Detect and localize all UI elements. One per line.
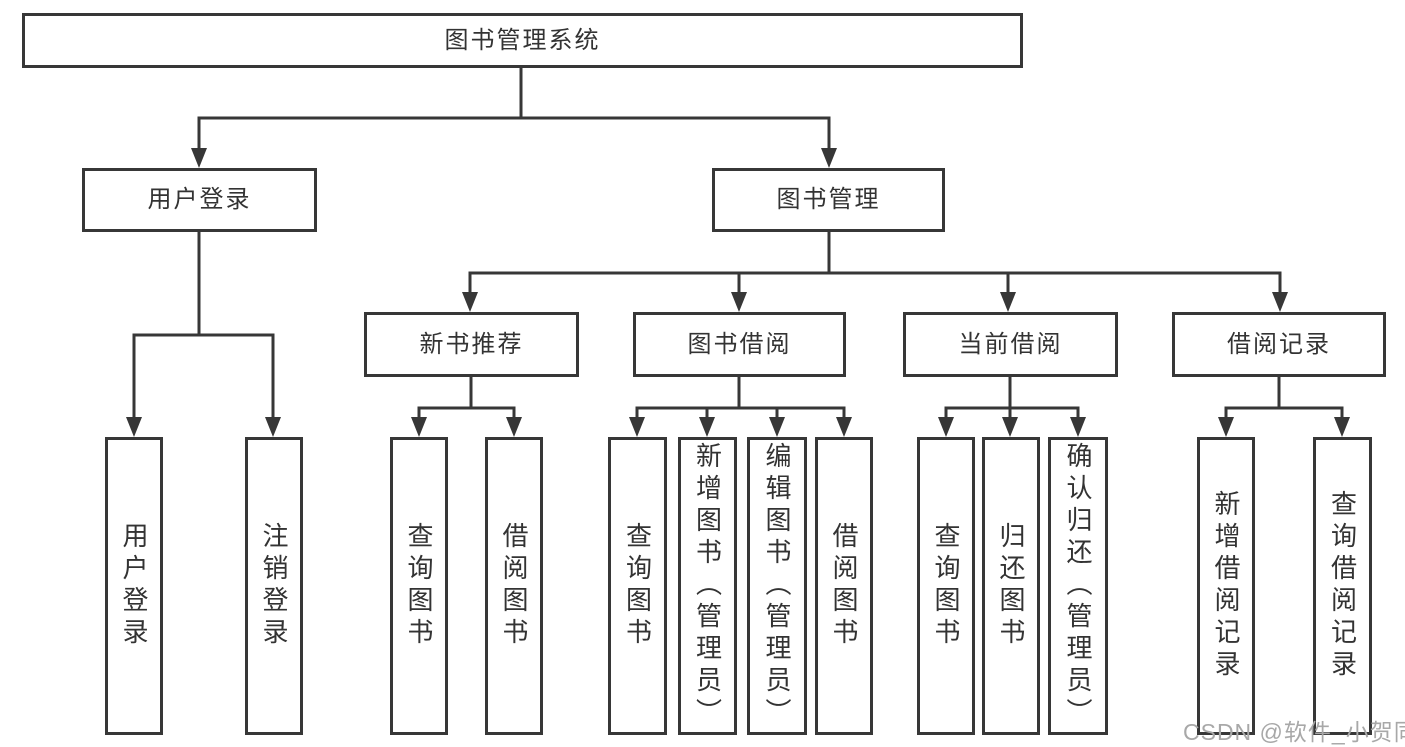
arrowhead-user-login bbox=[126, 417, 142, 437]
arrowhead-mgmt bbox=[821, 148, 837, 168]
leaf-user-login: 用户登录 bbox=[105, 437, 163, 735]
connector-level3-rail bbox=[468, 271, 1282, 292]
arrowhead-nb-query bbox=[411, 417, 427, 437]
leaf-records-query: 查询借阅记录 bbox=[1313, 437, 1372, 735]
connector-level2-rail bbox=[197, 116, 831, 150]
connector-borrow-rail bbox=[635, 406, 846, 417]
arrowhead-rc-query bbox=[1334, 417, 1350, 437]
leaf-current-query: 查询图书 bbox=[917, 437, 975, 735]
arrowhead-cu-query bbox=[938, 417, 954, 437]
leaf-records-add: 新增借阅记录 bbox=[1197, 437, 1255, 735]
arrowhead-cu-return bbox=[1002, 417, 1018, 437]
leaf-logout: 注销登录 bbox=[245, 437, 303, 735]
node-new-book-recommend: 新书推荐 bbox=[364, 312, 579, 377]
node-user-login-group: 用户登录 bbox=[82, 168, 317, 232]
connector-newbook-rail bbox=[417, 406, 516, 417]
arrowhead-cu-confirm bbox=[1070, 417, 1086, 437]
leaf-borrow-query: 查询图书 bbox=[608, 437, 667, 735]
leaf-newbook-borrow: 借阅图书 bbox=[485, 437, 543, 735]
arrowhead-nb-borrow bbox=[506, 417, 522, 437]
connector-records-rail bbox=[1224, 406, 1344, 417]
arrowhead-bw-query bbox=[629, 417, 645, 437]
leaf-borrow-edit-admin: 编辑图书（管理员） bbox=[747, 437, 807, 735]
connector-current-rail bbox=[944, 406, 1080, 417]
node-book-management-group: 图书管理 bbox=[712, 168, 945, 232]
node-current-borrowing: 当前借阅 bbox=[903, 312, 1118, 377]
node-book-borrowing: 图书借阅 bbox=[633, 312, 846, 377]
arrowhead-logout bbox=[265, 417, 281, 437]
arrowhead-records bbox=[1272, 292, 1288, 312]
csdn-watermark: CSDN @软件_小贺同学 bbox=[1183, 719, 1405, 745]
leaf-borrow-add-admin: 新增图书（管理员） bbox=[678, 437, 737, 735]
arrowhead-bw-borrow bbox=[836, 417, 852, 437]
leaf-newbook-query: 查询图书 bbox=[390, 437, 448, 735]
arrowhead-rc-add bbox=[1218, 417, 1234, 437]
arrowhead-bw-add bbox=[699, 417, 715, 437]
arrowhead-borrow bbox=[731, 292, 747, 312]
leaf-borrow-borrow: 借阅图书 bbox=[815, 437, 873, 735]
node-borrowing-records: 借阅记录 bbox=[1172, 312, 1386, 377]
leaf-current-confirm-admin: 确认归还（管理员） bbox=[1048, 437, 1108, 735]
connector-login-rail bbox=[132, 333, 275, 417]
arrowhead-bw-edit bbox=[769, 417, 785, 437]
arrowhead-current bbox=[1000, 292, 1016, 312]
node-root: 图书管理系统 bbox=[22, 13, 1023, 68]
leaf-current-return: 归还图书 bbox=[982, 437, 1040, 735]
arrowhead-newbook bbox=[462, 292, 478, 312]
arrowhead-login bbox=[191, 148, 207, 168]
